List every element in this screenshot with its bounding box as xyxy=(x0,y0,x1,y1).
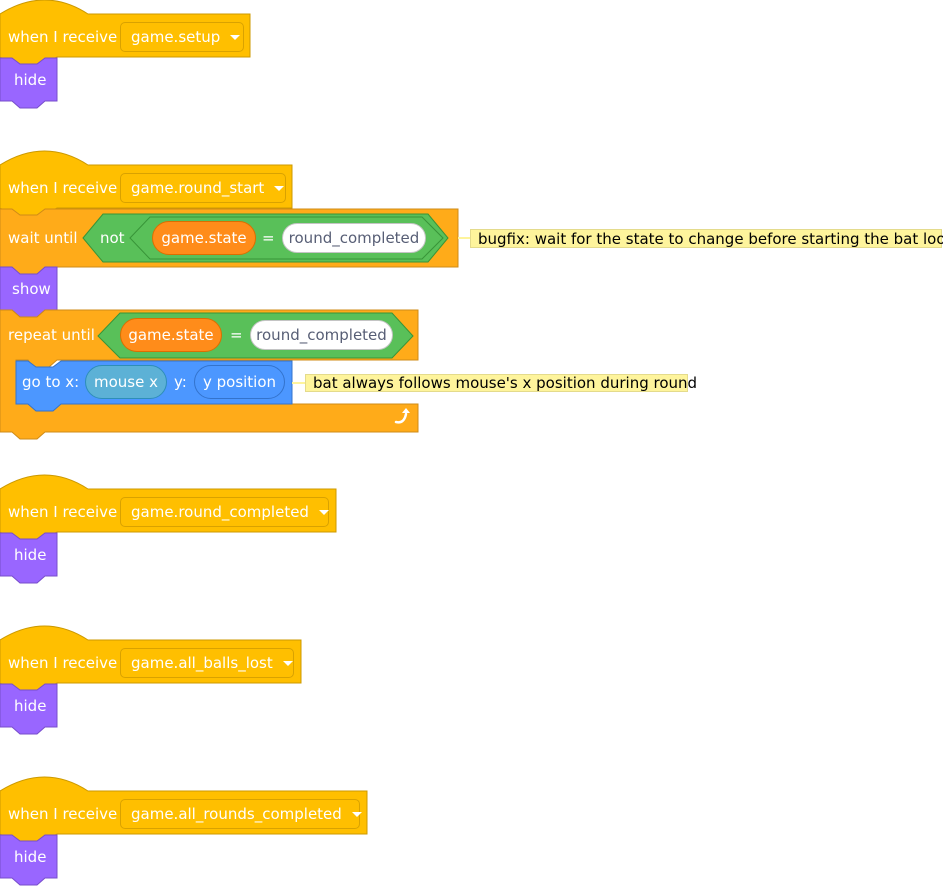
mouse-x-reporter[interactable]: mouse x xyxy=(85,365,167,399)
y-label: y: xyxy=(174,373,187,391)
chevron-down-icon xyxy=(318,509,329,515)
hat-label: when I receive xyxy=(8,654,118,672)
loop-arrow-icon xyxy=(394,408,410,424)
show-label[interactable]: show xyxy=(12,280,51,298)
hat-label: when I receive xyxy=(8,28,118,46)
message-dropdown[interactable]: game.round_start xyxy=(120,173,286,203)
message-dropdown[interactable]: game.setup xyxy=(120,22,244,52)
hide-label[interactable]: hide xyxy=(14,71,47,89)
message-name: game.round_start xyxy=(131,179,265,197)
chevron-down-icon xyxy=(274,185,285,191)
hide-block-3 xyxy=(0,532,58,584)
not-label: not xyxy=(100,229,125,247)
message-name: game.all_rounds_completed xyxy=(131,805,342,823)
comment-note[interactable]: bat always follows mouse's x position du… xyxy=(305,374,697,392)
chevron-down-icon xyxy=(230,34,241,40)
go-to-label[interactable]: go to x: xyxy=(22,373,80,391)
hide-label[interactable]: hide xyxy=(14,848,47,866)
value-input[interactable]: round_completed xyxy=(250,320,393,350)
hide-label[interactable]: hide xyxy=(14,546,47,564)
hide-block-1 xyxy=(0,57,58,109)
variable-reporter[interactable]: game.state xyxy=(120,318,222,352)
chevron-down-icon xyxy=(282,660,293,666)
message-dropdown[interactable]: game.round_completed xyxy=(120,497,329,527)
value-input[interactable]: round_completed xyxy=(282,223,426,253)
message-name: game.round_completed xyxy=(131,503,309,521)
hide-block-4 xyxy=(0,683,58,735)
chevron-down-icon xyxy=(351,811,362,817)
comment-note[interactable]: bugfix: wait for the state to change bef… xyxy=(470,229,943,248)
equals-sign: = xyxy=(262,229,275,247)
hide-label[interactable]: hide xyxy=(14,697,47,715)
y-position-reporter[interactable]: y position xyxy=(194,365,285,399)
message-dropdown[interactable]: game.all_rounds_completed xyxy=(120,799,362,829)
message-name: game.setup xyxy=(131,28,221,46)
hide-block-5 xyxy=(0,834,58,886)
hat-label: when I receive xyxy=(8,503,118,521)
message-dropdown[interactable]: game.all_balls_lost xyxy=(120,648,294,678)
variable-reporter[interactable]: game.state xyxy=(152,221,256,255)
repeat-until-label[interactable]: repeat until xyxy=(8,326,95,344)
hat-label: when I receive xyxy=(8,805,118,823)
message-name: game.all_balls_lost xyxy=(131,654,273,672)
hat-label: when I receive xyxy=(8,179,118,197)
equals-sign: = xyxy=(230,326,243,344)
wait-until-label[interactable]: wait until xyxy=(8,229,78,247)
